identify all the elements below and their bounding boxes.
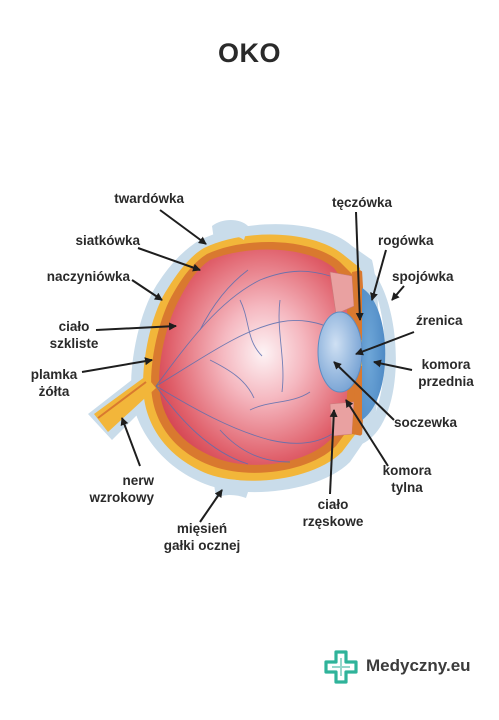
arrow-cialo-rzeskowe [329,409,338,495]
label-naczyniowka: naczyniówka [46,269,130,284]
arrow-miesien [199,489,223,523]
label-komora-tylna: komora tylna [382,463,432,495]
blood-vessels [155,269,337,465]
leader-lines [81,209,415,523]
label-spojowka: spojówka [392,269,454,284]
label-nerw-wzrokowy: nerw wzrokowy [89,473,154,505]
label-teczowka: tęczówka [332,195,393,210]
arrow-komora-przednia [373,359,413,371]
arrow-soczewka [333,361,395,421]
arrow-zrenica [355,331,415,356]
label-twardowka: twardówka [114,191,184,206]
label-rogowka: rogówka [378,233,434,248]
arrow-teczowka [355,211,364,321]
arrow-twardowka [159,209,207,245]
cornea-outer [360,262,396,444]
label-komora-przednia: komora przednia [418,357,474,389]
arrow-komora-tylna [345,399,389,467]
label-zrenica: źrenica [416,313,463,328]
label-cialo-rzeskowe: ciało rzęskowe [302,497,364,529]
upper-muscle [212,220,248,240]
brand-logo: Medyczny.eu [322,648,482,688]
medical-cross-icon [324,650,358,684]
arrow-plamka [81,357,153,373]
optic-nerve [94,376,156,432]
arrow-rogowka [370,249,387,301]
cornea [362,288,386,420]
label-plamka-zolta: plamka żółta [30,367,78,399]
arrow-nerw [120,417,141,467]
lens [317,311,363,393]
lower-muscle [214,479,250,498]
label-miesien: mięsień gałki ocznej [163,521,241,553]
label-siatkowka: siatkówka [75,233,140,248]
arrow-spojowka [391,285,405,301]
arrow-siatkowka [137,247,201,272]
label-soczewka: soczewka [394,415,458,430]
brand-name: Medyczny.eu [366,656,471,675]
arrow-naczyniowka [131,279,163,301]
page-title: OKO [217,38,281,68]
vitreous-body [159,249,349,465]
label-cialo-szkliste: ciało szkliste [49,319,99,351]
arrow-cialo-szkliste [95,322,177,331]
